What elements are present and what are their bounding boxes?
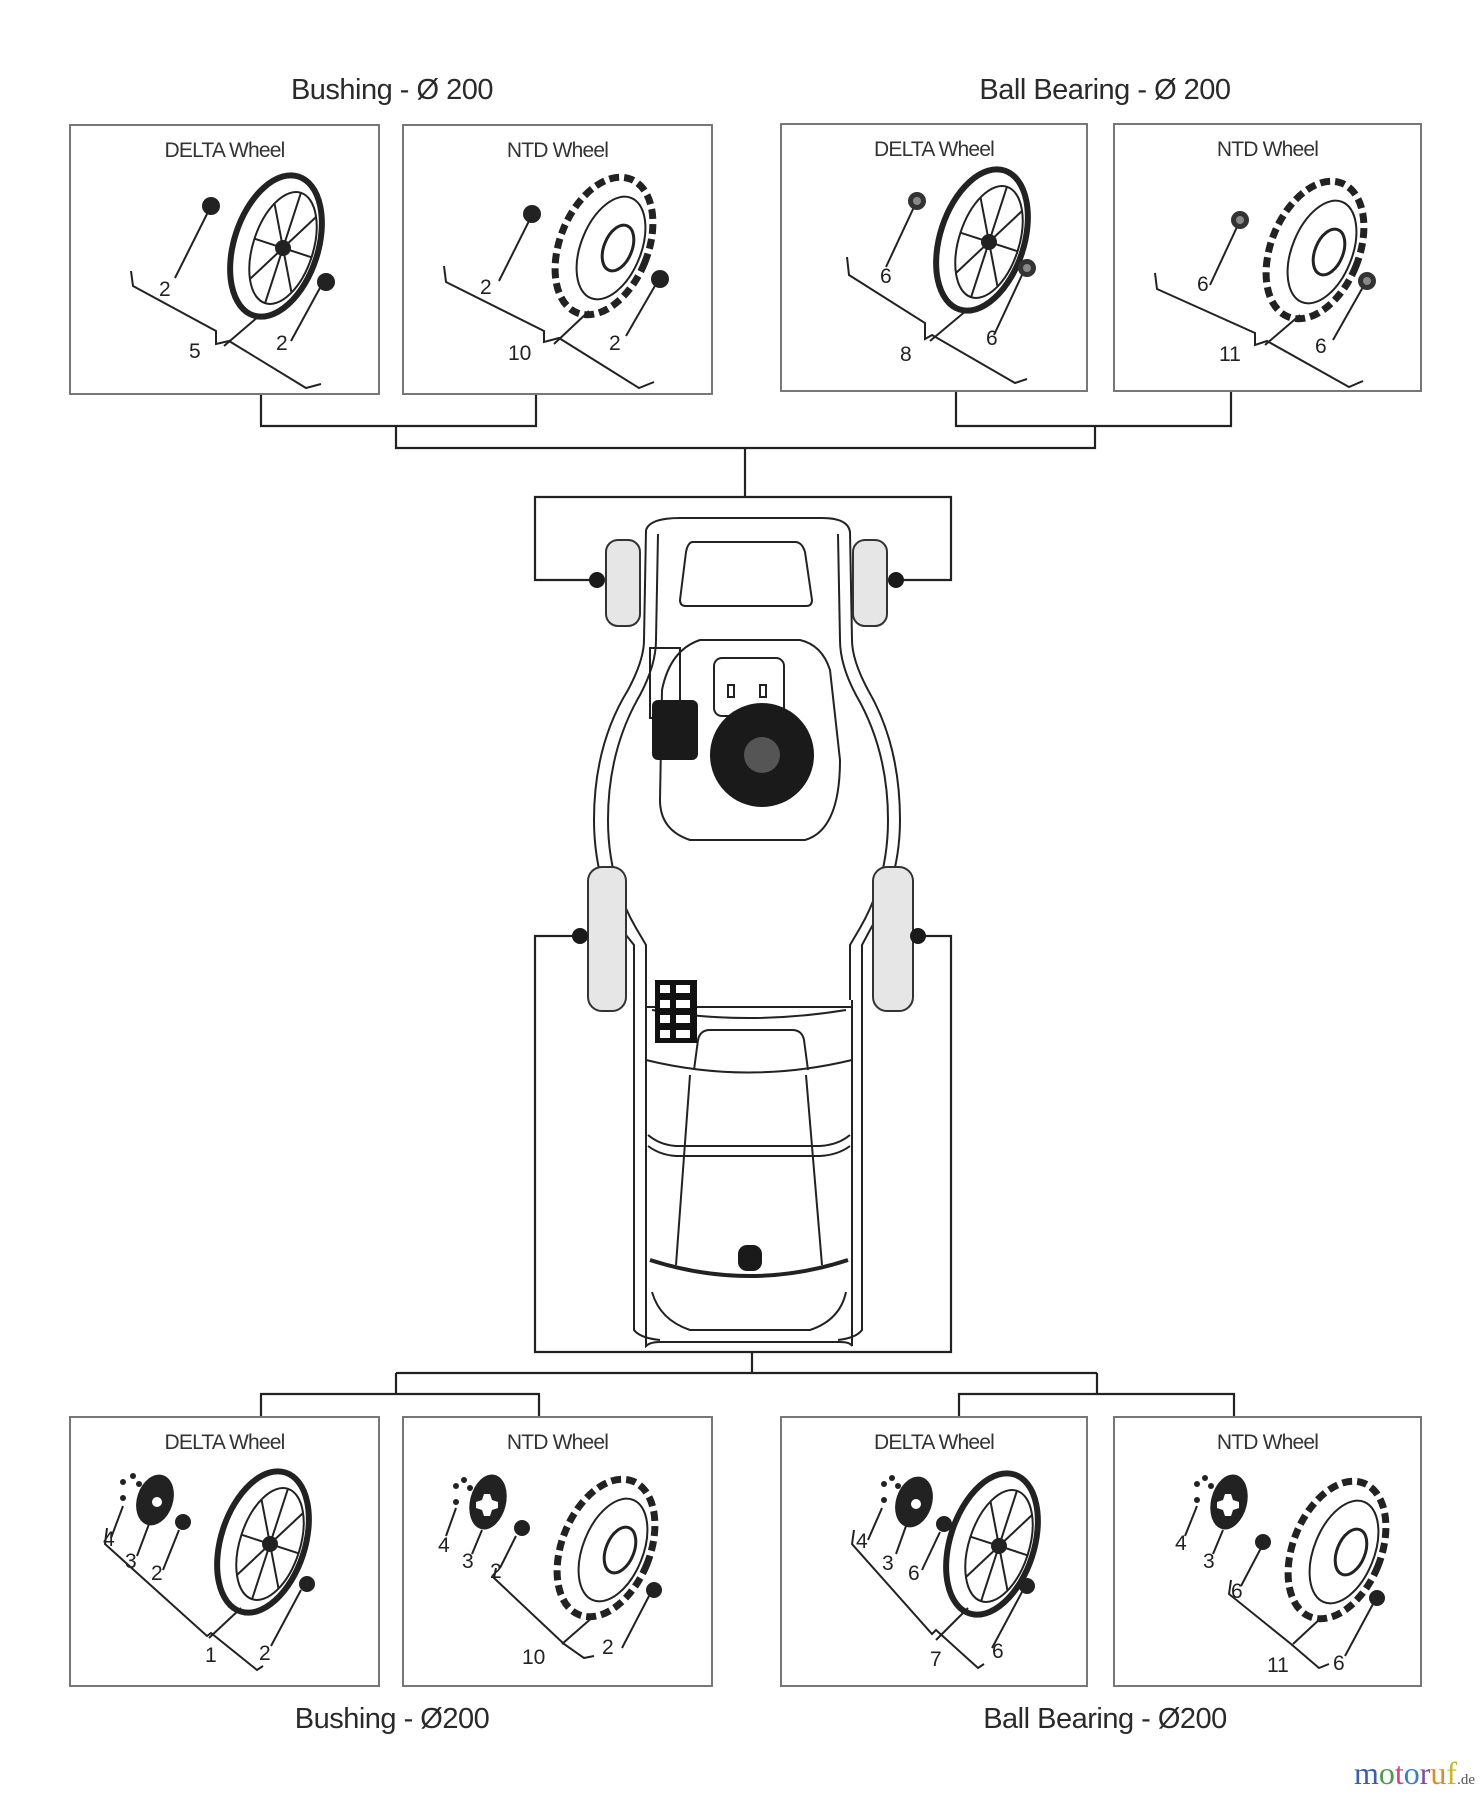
- logo-letter: o: [1378, 1755, 1395, 1791]
- callout-label: 11: [1219, 343, 1241, 366]
- panel-front-bearing-ntd-wheel[interactable]: NTD Wheel 6 11 6: [1113, 123, 1422, 392]
- callout-label: 7: [930, 1648, 942, 1671]
- callout-label: 6: [1333, 1652, 1345, 1675]
- logo-tld: .de: [1457, 1772, 1475, 1788]
- ntd-wheel-icon: 2 10 2: [443, 173, 669, 390]
- callout-label: 2: [609, 332, 621, 355]
- panel-front-bushing-delta-wheel[interactable]: DELTA Wheel 2 5 2: [69, 124, 380, 395]
- callout-label: 6: [1315, 335, 1327, 358]
- panel-title: NTD Wheel: [1216, 1431, 1319, 1454]
- callout-label: 8: [900, 343, 912, 366]
- group-title-rear-ball-bearing: Ball Bearing - Ø200: [983, 1703, 1227, 1735]
- group-title-front-bushing: Bushing - Ø 200: [290, 74, 494, 106]
- callout-label: 4: [1175, 1532, 1187, 1555]
- panel-rear-bushing-delta-wheel[interactable]: DELTA Wheel 4 3 2 1 2: [69, 1416, 380, 1687]
- panel-front-bearing-delta-wheel[interactable]: DELTA Wheel 6 8 6: [780, 123, 1088, 392]
- logo-letter: o: [1403, 1755, 1420, 1791]
- callout-label: 6: [880, 265, 892, 288]
- delta-wheel-icon: 2 5 2: [130, 172, 335, 390]
- callout-label: 6: [986, 327, 998, 350]
- callout-label: 2: [480, 276, 492, 299]
- callout-label: 10: [522, 1646, 545, 1669]
- callout-label: 1: [205, 1644, 217, 1667]
- callout-label: 3: [462, 1550, 474, 1573]
- panel-title: DELTA Wheel: [164, 139, 286, 162]
- panel-title: DELTA Wheel: [874, 1431, 995, 1454]
- panel-rear-bearing-ntd-wheel[interactable]: NTD Wheel 4 3 6 11 6: [1113, 1416, 1422, 1687]
- callout-label: 2: [490, 1560, 502, 1583]
- callout-label: 2: [259, 1642, 271, 1665]
- panel-title: NTD Wheel: [506, 139, 609, 162]
- ntd-wheel-icon: 6 11 6: [1154, 177, 1376, 389]
- delta-wheel-icon: 6 8 6: [846, 166, 1036, 385]
- panel-title: DELTA Wheel: [164, 1431, 286, 1454]
- front-left-wheel: [587, 539, 914, 1012]
- panel-front-bushing-ntd-wheel[interactable]: NTD Wheel 2 10 2: [402, 124, 713, 395]
- panel-title: NTD Wheel: [506, 1431, 609, 1454]
- callout-label: 2: [159, 278, 171, 301]
- callout-label: 10: [508, 342, 531, 365]
- callout-label: 5: [189, 340, 201, 363]
- callout-label: 6: [908, 1562, 920, 1585]
- group-title-rear-bushing: Bushing - Ø200: [294, 1703, 490, 1735]
- ntd-wheel-with-hubcap-icon: 4 3 6 11 6: [1175, 1474, 1390, 1677]
- motoruf-logo[interactable]: motoruf.de: [1354, 1755, 1475, 1792]
- callout-label: 11: [1267, 1654, 1289, 1677]
- callout-label: 3: [1203, 1550, 1215, 1573]
- callout-label: 4: [438, 1534, 450, 1557]
- delta-wheel-with-hubcap-icon: 4 3 2 1 2: [103, 1468, 315, 1672]
- callout-label: 2: [276, 332, 288, 355]
- callout-label: 3: [882, 1552, 894, 1575]
- panel-title: NTD Wheel: [1216, 138, 1319, 161]
- callout-label: 6: [1197, 273, 1209, 296]
- callout-label: 3: [125, 1550, 137, 1573]
- callout-label: 4: [856, 1530, 868, 1553]
- delta-wheel-with-hubcap-icon: 4 3 6 7 6: [850, 1470, 1041, 1671]
- logo-letter: m: [1353, 1755, 1379, 1791]
- logo-letter: t: [1394, 1755, 1404, 1791]
- callout-label: 4: [103, 1528, 115, 1551]
- logo-letter: r: [1419, 1755, 1431, 1791]
- ntd-wheel-with-hubcap-icon: 4 3 2 10 2: [438, 1474, 662, 1669]
- logo-letter: f: [1446, 1755, 1458, 1791]
- logo-letter: u: [1430, 1755, 1447, 1791]
- group-title-front-ball-bearing: Ball Bearing - Ø 200: [979, 74, 1231, 106]
- panel-rear-bushing-ntd-wheel[interactable]: NTD Wheel 4 3 2 10 2: [402, 1416, 713, 1687]
- panel-title: DELTA Wheel: [874, 138, 995, 161]
- callout-label: 2: [151, 1562, 163, 1585]
- panel-rear-bearing-delta-wheel[interactable]: DELTA Wheel 4 3 6 7 6: [780, 1416, 1088, 1687]
- callout-label: 6: [1231, 1580, 1243, 1603]
- callout-label: 2: [602, 1636, 614, 1659]
- callout-label: 6: [992, 1640, 1004, 1663]
